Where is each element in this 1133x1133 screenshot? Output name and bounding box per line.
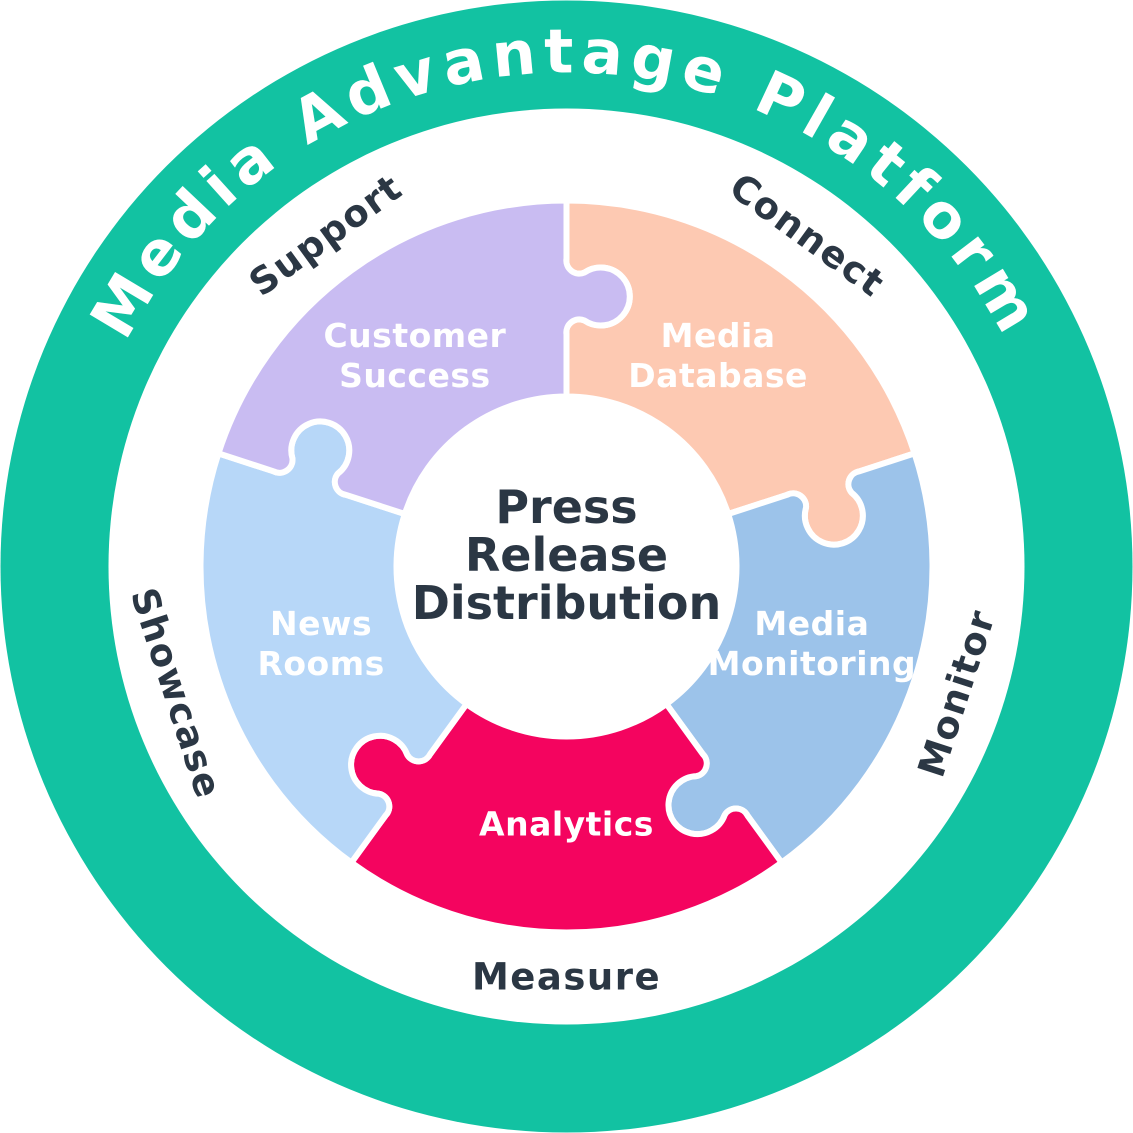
piece-label-line: News bbox=[270, 604, 372, 643]
center-title-line-1: Press bbox=[495, 480, 637, 534]
center-title-line-2: Release bbox=[465, 528, 668, 582]
ring-label-measure: Measure bbox=[472, 956, 661, 999]
center-circle bbox=[394, 394, 739, 739]
piece-label-line: Database bbox=[628, 356, 808, 395]
piece-label-line: Media bbox=[661, 316, 776, 355]
piece-label-line: Media bbox=[754, 604, 869, 643]
center-title-line-3: Distribution bbox=[412, 576, 722, 630]
piece-label-line: Monitoring bbox=[708, 644, 916, 683]
puzzle-piece-customer-success bbox=[215, 197, 633, 517]
piece-label-line: Success bbox=[339, 356, 491, 395]
piece-label-line: Rooms bbox=[257, 644, 384, 683]
piece-label-line: Customer bbox=[323, 316, 506, 355]
piece-label-analytics: Analytics bbox=[479, 805, 654, 844]
piece-label-line: Analytics bbox=[479, 805, 654, 844]
